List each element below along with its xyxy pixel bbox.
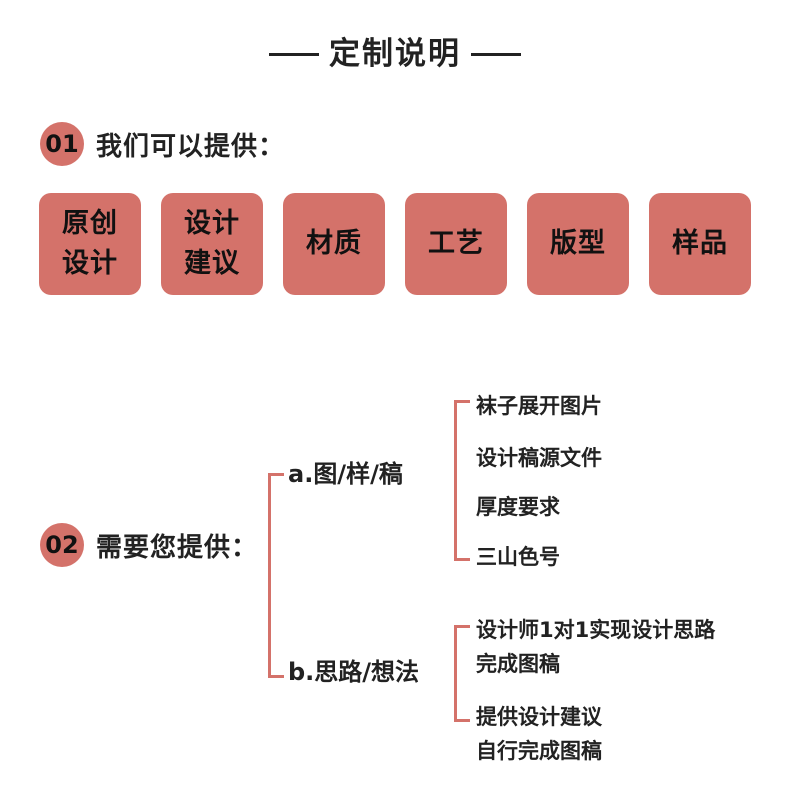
branch-b-item-1: 设计师1对1实现设计思路 完成图稿 <box>476 613 756 681</box>
branch-a-item: 厚度要求 <box>476 495 560 519</box>
branch-a-bracket-vertical <box>454 400 457 561</box>
offering-label: 原创设计 <box>62 208 118 279</box>
main-bracket-vertical <box>268 473 271 678</box>
section-01-header: 01 我们可以提供： <box>40 122 285 166</box>
branch-a-tick-4 <box>454 558 470 561</box>
branch-a-tick-1 <box>454 400 470 403</box>
page-title-group: 定制说明 <box>0 32 790 76</box>
branch-a-item: 设计稿源文件 <box>476 446 602 470</box>
offering-sample: 样品 <box>649 193 751 295</box>
branch-b-item-1-line-2: 完成图稿 <box>476 652 560 676</box>
main-bracket-bottom-tick <box>268 675 284 678</box>
section-01-number: 01 <box>40 122 84 166</box>
branch-a-label: a.图/样/稿 <box>288 460 403 488</box>
branch-b-tick-2 <box>454 719 470 722</box>
branch-b-item-2-line-2: 自行完成图稿 <box>476 739 602 763</box>
offering-craft: 工艺 <box>405 193 507 295</box>
offering-design-advice: 设计建议 <box>161 193 263 295</box>
page-title: 定制说明 <box>329 36 461 72</box>
branch-a-item: 袜子展开图片 <box>476 394 602 418</box>
branch-a-item: 三山色号 <box>476 545 560 569</box>
branch-b-item-2: 提供设计建议 自行完成图稿 <box>476 700 756 768</box>
branch-b-item-1-line-1: 设计师1对1实现设计思路 <box>476 618 716 642</box>
branch-b-bracket-vertical <box>454 625 457 722</box>
offering-original-design: 原创设计 <box>39 193 141 295</box>
section-01-label: 我们可以提供： <box>96 131 286 162</box>
branch-b-item-2-line-1: 提供设计建议 <box>476 705 602 729</box>
section-02-number: 02 <box>40 523 84 567</box>
title-right-rule <box>471 52 521 56</box>
offering-label: 版型 <box>550 228 606 259</box>
offering-pattern: 版型 <box>527 193 629 295</box>
offering-label: 设计建议 <box>184 208 240 279</box>
main-bracket-top-tick <box>268 473 284 476</box>
offering-label: 样品 <box>672 228 728 259</box>
section-02-header: 02 需要您提供： <box>40 523 258 567</box>
offerings-row: 原创设计 设计建议 材质 工艺 版型 样品 <box>39 193 751 295</box>
section-02-label: 需要您提供： <box>96 532 259 563</box>
offering-material: 材质 <box>283 193 385 295</box>
title-left-rule <box>269 52 319 56</box>
branch-b-label: b.思路/想法 <box>288 658 420 686</box>
offering-label: 工艺 <box>428 228 484 259</box>
offering-label: 材质 <box>306 228 362 259</box>
branch-b-tick-1 <box>454 625 470 628</box>
